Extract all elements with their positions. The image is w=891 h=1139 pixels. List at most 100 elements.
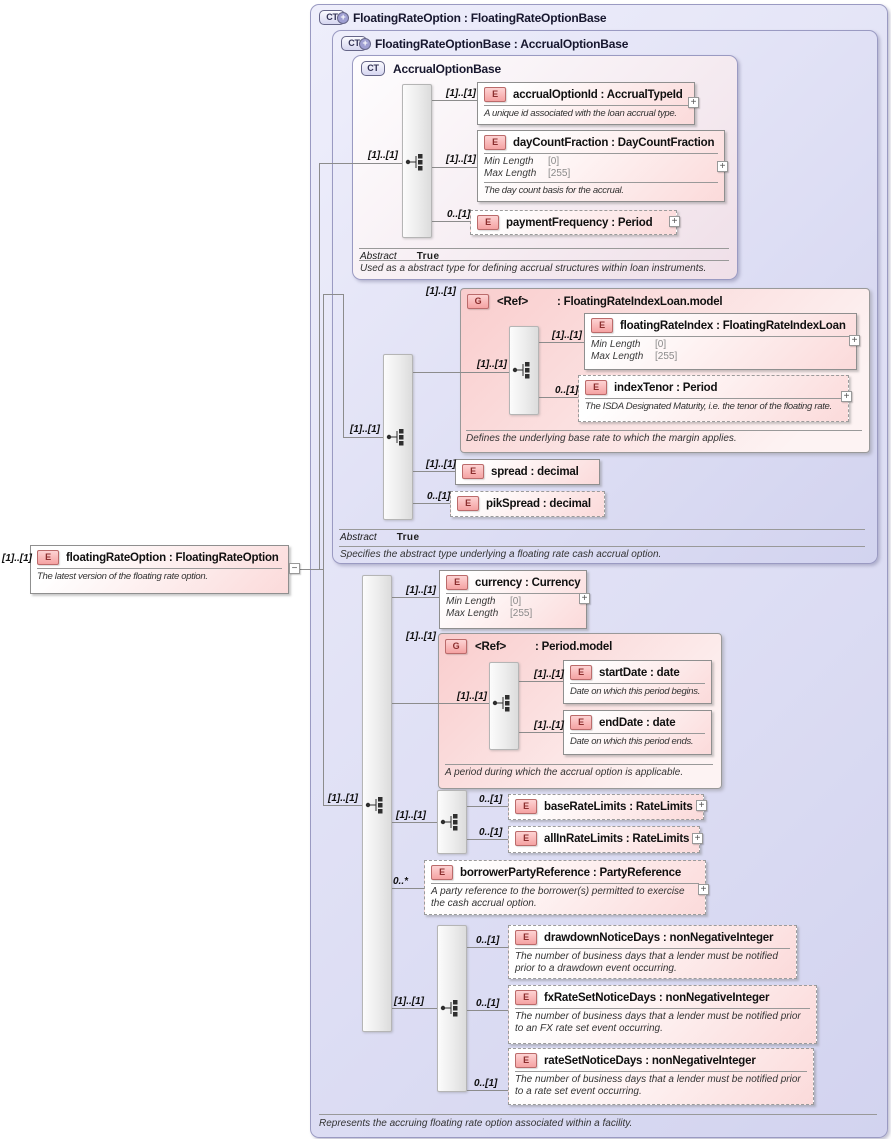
element-title: floatingRateOption : FloatingRateOption (66, 551, 279, 564)
divider (515, 948, 790, 949)
divider (37, 568, 282, 569)
connector-line (537, 342, 584, 343)
expand-handle[interactable]: + (692, 833, 703, 844)
element-box-drawdown-notice-days[interactable]: E drawdownNoticeDays : nonNegativeIntege… (508, 925, 797, 979)
cardinality-label: 0..[1] (474, 1078, 498, 1089)
expand-handle[interactable]: + (841, 391, 852, 402)
element-annotation: The latest version of the floating rate … (37, 571, 208, 582)
sequence-icon (512, 362, 530, 379)
element-icon: E (446, 575, 468, 590)
divider (431, 883, 699, 884)
element-annotation: Date on which this period ends. (570, 736, 694, 747)
element-title-row: E pikSpread : decimal (451, 492, 604, 514)
element-title-row: E startDate : date (564, 661, 711, 683)
connector-line (323, 294, 343, 295)
sequence-compositor[interactable] (489, 662, 519, 750)
group-type: : FloatingRateIndexLoan.model (557, 295, 723, 308)
cardinality-label: [1]..[1] (426, 459, 456, 470)
element-icon: E (484, 87, 506, 102)
element-box-day-count-fraction[interactable]: E dayCountFraction : DayCountFraction Mi… (477, 130, 725, 202)
element-icon: E (570, 665, 592, 680)
cardinality-label: [1]..[1] (394, 996, 424, 1007)
element-box-start-date[interactable]: E startDate : date Date on which this pe… (563, 660, 712, 704)
type-annotation: Specifies the abstract type underlying a… (340, 549, 662, 560)
expand-handle[interactable]: + (696, 800, 707, 811)
element-annotation: A unique id associated with the loan acc… (484, 108, 677, 119)
expand-handle[interactable]: + (688, 97, 699, 108)
element-title-row: E spread : decimal (456, 460, 599, 482)
divider (570, 733, 705, 734)
connector-line (517, 681, 563, 682)
complex-type-title: FloatingRateOptionBase : AccrualOptionBa… (375, 36, 629, 51)
collapse-handle[interactable]: − (289, 563, 300, 574)
derived-type-icon: + (359, 38, 371, 50)
element-box-accrual-option-id[interactable]: E accrualOptionId : AccrualTypeId A uniq… (477, 82, 695, 125)
element-box-index-tenor[interactable]: E indexTenor : Period The ISDA Designate… (578, 375, 849, 422)
complex-type-icon: CT+ (341, 36, 371, 51)
element-icon: E (591, 318, 613, 333)
group-annotation: A period during which the accrual option… (445, 767, 684, 778)
element-box-spread[interactable]: E spread : decimal (455, 459, 600, 485)
element-title-row: E dayCountFraction : DayCountFraction (478, 131, 724, 153)
facet-min-length-value: [0] (655, 339, 667, 350)
derived-type-icon: + (337, 12, 349, 24)
connector-line (411, 471, 455, 472)
connector-line (390, 888, 424, 889)
cardinality-label: [1]..[1] (368, 150, 398, 161)
cardinality-label: [1]..[1] (406, 631, 436, 642)
expand-handle[interactable]: + (849, 335, 860, 346)
facet-list: Min Length[0] Max Length[255] (478, 154, 724, 180)
element-box-end-date[interactable]: E endDate : date Date on which this peri… (563, 710, 712, 755)
element-title: paymentFrequency : Period (506, 216, 653, 229)
expand-handle[interactable]: + (717, 161, 728, 172)
cardinality-label: 0..* (393, 876, 409, 887)
group-header: G <Ref> : FloatingRateIndexLoan.model (461, 289, 869, 309)
facet-max-length-value: [255] (548, 168, 571, 179)
element-box-base-rate-limits[interactable]: E baseRateLimits : RateLimits (508, 794, 704, 820)
sequence-icon (405, 154, 423, 171)
element-title-row: E drawdownNoticeDays : nonNegativeIntege… (509, 926, 796, 948)
element-box-borrower-party-reference[interactable]: E borrowerPartyReference : PartyReferenc… (424, 860, 706, 915)
connector-line (323, 805, 362, 806)
element-title: currency : Currency (475, 576, 581, 589)
divider (466, 430, 862, 431)
sequence-icon (440, 1000, 458, 1017)
cardinality-label: 0..[1] (447, 209, 471, 220)
connector-line (390, 1008, 437, 1009)
element-box-pik-spread[interactable]: E pikSpread : decimal (450, 491, 605, 517)
element-title: accrualOptionId : AccrualTypeId (513, 88, 683, 101)
element-title: rateSetNoticeDays : nonNegativeInteger (544, 1054, 756, 1067)
facet-max-length-label: Max Length (591, 351, 644, 362)
element-box-all-in-rate-limits[interactable]: E allInRateLimits : RateLimits (508, 826, 700, 853)
expand-handle[interactable]: + (669, 216, 680, 227)
divider (484, 105, 688, 106)
element-title: floatingRateIndex : FloatingRateIndexLoa… (620, 319, 846, 332)
element-icon: E (515, 990, 537, 1005)
element-icon: E (515, 1053, 537, 1068)
divider (339, 546, 865, 547)
element-box-fx-rate-set-notice-days[interactable]: E fxRateSetNoticeDays : nonNegativeInteg… (508, 985, 817, 1044)
element-title-row: E accrualOptionId : AccrualTypeId (478, 83, 694, 105)
element-box-floating-rate-option[interactable]: E floatingRateOption : FloatingRateOptio… (30, 545, 289, 594)
element-box-currency[interactable]: E currency : Currency Min Length[0] Max … (439, 570, 587, 629)
connector-line (465, 839, 508, 840)
facet-min-length-label: Min Length (484, 156, 534, 167)
divider (359, 248, 729, 249)
element-title-row: E baseRateLimits : RateLimits (509, 795, 703, 817)
connector-line (430, 167, 477, 168)
abstract-label: Abstract (360, 251, 397, 262)
connector-line (411, 372, 509, 373)
element-title-row: E allInRateLimits : RateLimits (509, 827, 699, 849)
divider (585, 398, 842, 399)
cardinality-label: [1]..[1] (396, 810, 426, 821)
facet-list: Min Length[0] Max Length[255] (440, 594, 586, 620)
connector-line (323, 294, 324, 805)
cardinality-label: [1]..[1] (457, 691, 487, 702)
element-box-payment-frequency[interactable]: E paymentFrequency : Period (470, 210, 677, 235)
element-box-floating-rate-index[interactable]: E floatingRateIndex : FloatingRateIndexL… (584, 313, 857, 370)
element-title: baseRateLimits : RateLimits (544, 800, 693, 813)
expand-handle[interactable]: + (698, 884, 709, 895)
element-box-rate-set-notice-days[interactable]: E rateSetNoticeDays : nonNegativeInteger… (508, 1048, 814, 1105)
expand-handle[interactable]: + (579, 593, 590, 604)
element-icon: E (585, 380, 607, 395)
